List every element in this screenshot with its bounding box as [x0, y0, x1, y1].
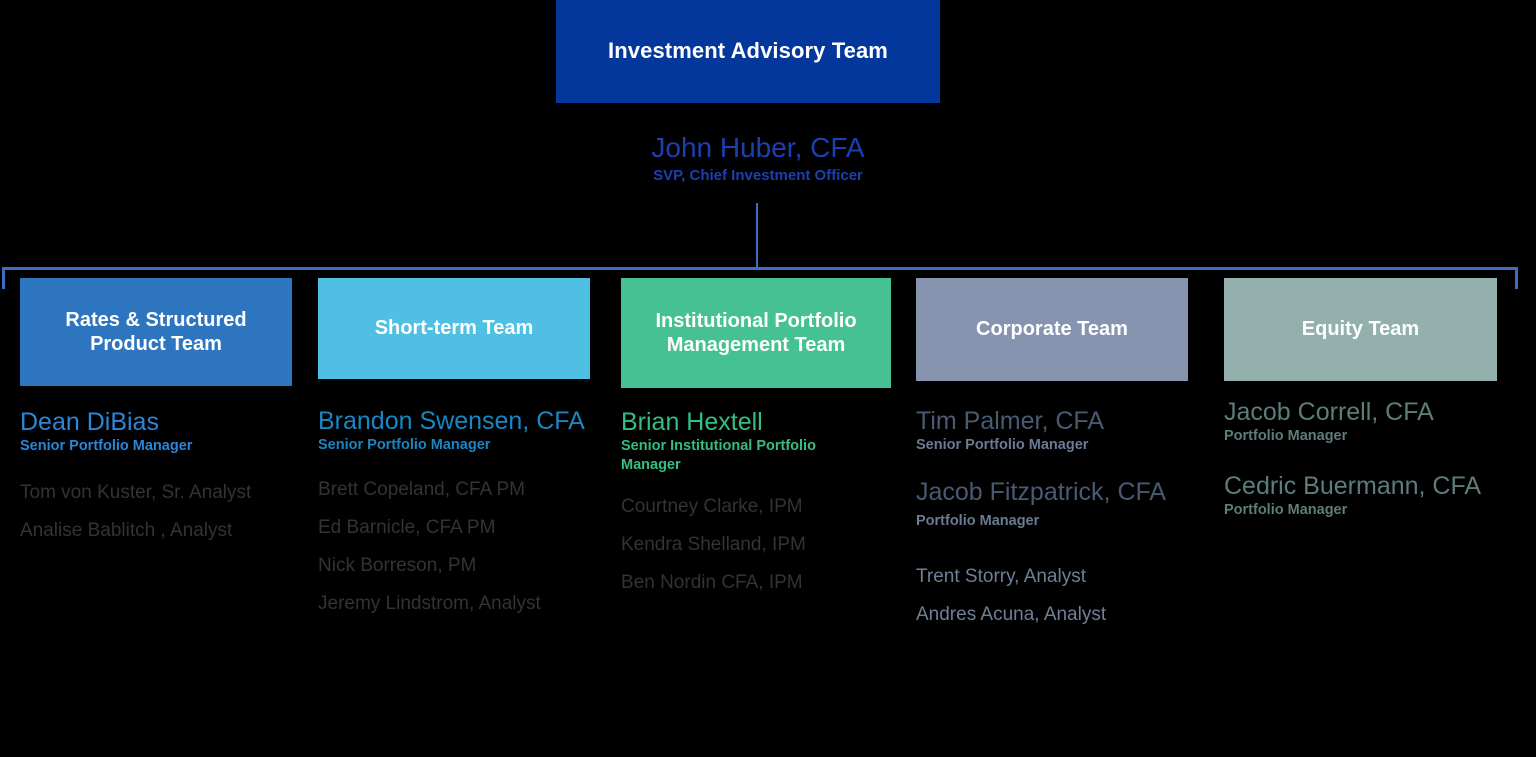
org-title-box: Investment Advisory Team — [556, 0, 940, 103]
lead-role: Senior Portfolio Manager — [20, 438, 193, 454]
team-column-equity: Equity Team Jacob Correll, CFA Portfolio… — [1224, 278, 1536, 524]
team-name: Equity Team — [1301, 318, 1420, 341]
team-member-list: Brett Copeland, CFA PM Ed Barnicle, CFA … — [318, 479, 618, 615]
lead-name: Cedric Buermann, CFA — [1224, 472, 1482, 501]
lead-name: Brandon Swensen, CFA — [318, 407, 585, 435]
list-item: Andres Acuna, Analyst — [916, 604, 1107, 626]
team-lead: Brandon Swensen, CFA Senior Portfolio Ma… — [318, 407, 618, 455]
lead-role: Senior Portfolio Manager — [916, 437, 1089, 453]
cio-block: John Huber, CFA SVP, Chief Investment Of… — [556, 132, 960, 185]
cio-role: SVP, Chief Investment Officer — [653, 167, 863, 185]
team-header-box: Equity Team — [1224, 278, 1497, 381]
list-item: Ben Nordin CFA, IPM — [621, 572, 803, 594]
team-column-corporate: Corporate Team Tim Palmer, CFA Senior Po… — [916, 278, 1226, 643]
list-item: Ed Barnicle, CFA PM — [318, 517, 496, 539]
team-lead: Tim Palmer, CFA Senior Portfolio Manager — [916, 407, 1226, 455]
team-column-institutional-portfolio-management: Institutional Portfolio Management Team … — [621, 278, 921, 611]
team-header-box: Corporate Team — [916, 278, 1188, 381]
lead-name: Jacob Fitzpatrick, CFA — [916, 478, 1167, 507]
team-name: Short-term Team — [374, 317, 534, 340]
cio-name: John Huber, CFA — [651, 132, 865, 163]
team-body: Brian Hextell Senior Institutional Portf… — [621, 388, 921, 594]
connector-drop-right — [1515, 267, 1518, 289]
team-lead: Brian Hextell Senior Institutional Portf… — [621, 408, 921, 475]
team-body: Dean DiBias Senior Portfolio Manager Tom… — [20, 386, 320, 542]
team-member-list: Tom von Kuster, Sr. Analyst Analise Babl… — [20, 482, 320, 542]
team-header-box: Short-term Team — [318, 278, 590, 379]
team-lead: Jacob Correll, CFA Portfolio Manager — [1224, 398, 1536, 446]
list-item: Jeremy Lindstrom, Analyst — [318, 592, 541, 614]
team-lead: Jacob Fitzpatrick, CFA Portfolio Manager — [916, 478, 1226, 531]
lead-role: Senior Institutional Portfolio Manager — [621, 438, 816, 474]
team-name: Institutional Portfolio Management Team — [655, 309, 857, 356]
connector-vertical-line — [756, 203, 758, 269]
team-column-short-term: Short-term Team Brandon Swensen, CFA Sen… — [318, 278, 618, 632]
team-columns: Rates & Structured Product Team Dean DiB… — [0, 278, 1536, 757]
team-header-box: Institutional Portfolio Management Team — [621, 278, 891, 388]
lead-role: Portfolio Manager — [1224, 428, 1348, 444]
list-item: Tom von Kuster, Sr. Analyst — [20, 482, 252, 504]
lead-name: Brian Hextell — [621, 408, 763, 436]
lead-name: Tim Palmer, CFA — [916, 407, 1104, 435]
list-item: Kendra Shelland, IPM — [621, 534, 806, 556]
lead-name: Dean DiBias — [20, 408, 159, 436]
team-body: Brandon Swensen, CFA Senior Portfolio Ma… — [318, 379, 618, 615]
list-item: Brett Copeland, CFA PM — [318, 479, 525, 501]
lead-role: Portfolio Manager — [1224, 502, 1348, 519]
team-name: Rates & Structured Product Team — [65, 308, 247, 355]
team-lead: Dean DiBias Senior Portfolio Manager — [20, 408, 320, 456]
connector-horizontal-line — [2, 267, 1518, 270]
page-title: Investment Advisory Team — [608, 38, 888, 64]
team-body: Tim Palmer, CFA Senior Portfolio Manager… — [916, 381, 1226, 626]
team-name: Corporate Team — [976, 318, 1128, 341]
team-lead: Cedric Buermann, CFA Portfolio Manager — [1224, 472, 1536, 520]
list-item: Courtney Clarke, IPM — [621, 496, 803, 518]
team-column-rates-structured-product: Rates & Structured Product Team Dean DiB… — [20, 278, 320, 559]
team-body: Jacob Correll, CFA Portfolio Manager Ced… — [1224, 381, 1536, 520]
list-item: Trent Storry, Analyst — [916, 566, 1086, 588]
team-member-list: Trent Storry, Analyst Andres Acuna, Anal… — [916, 566, 1226, 626]
lead-role: Portfolio Manager — [916, 513, 1040, 530]
lead-role: Senior Portfolio Manager — [318, 437, 491, 453]
team-header-box: Rates & Structured Product Team — [20, 278, 292, 386]
connector-drop-left — [2, 267, 5, 289]
list-item: Nick Borreson, PM — [318, 554, 477, 576]
team-member-list: Courtney Clarke, IPM Kendra Shelland, IP… — [621, 496, 921, 594]
lead-name: Jacob Correll, CFA — [1224, 398, 1434, 426]
list-item: Analise Bablitch , Analyst — [20, 520, 233, 542]
